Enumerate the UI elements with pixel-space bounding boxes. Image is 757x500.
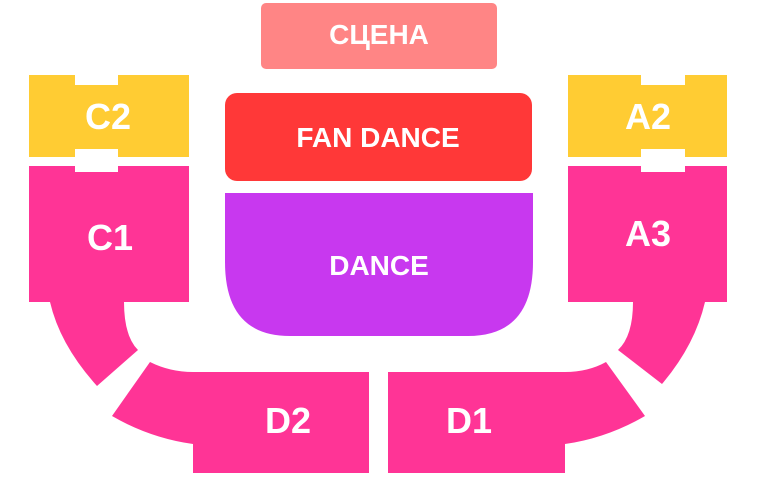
dance-zone[interactable]: [225, 193, 533, 336]
stage-zone[interactable]: [261, 3, 497, 69]
sector-a3[interactable]: [568, 166, 727, 384]
sector-d2[interactable]: [112, 362, 369, 473]
sector-d1[interactable]: [388, 362, 645, 473]
sector-c2[interactable]: [29, 75, 189, 157]
fan-dance-zone[interactable]: [225, 93, 532, 181]
sector-a2[interactable]: [568, 75, 727, 157]
sector-c1[interactable]: [29, 166, 189, 386]
